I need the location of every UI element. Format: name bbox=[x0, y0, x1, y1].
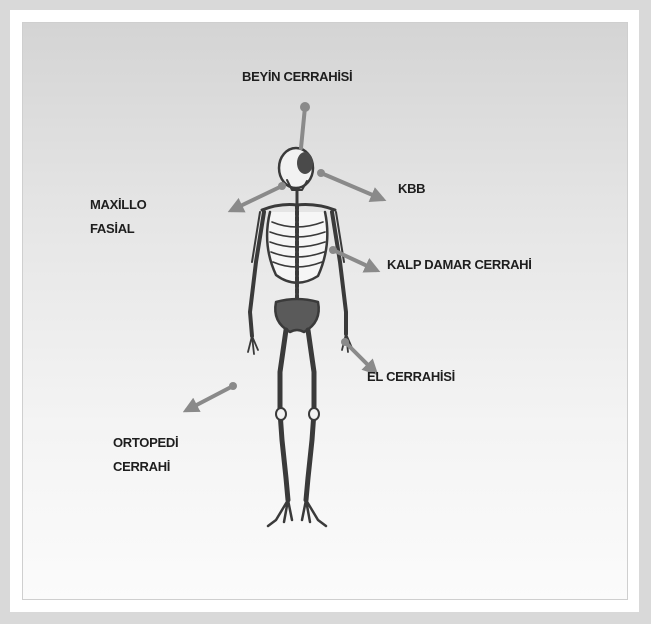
label-kbb: KBB bbox=[398, 178, 425, 199]
arrow-beyin-icon bbox=[300, 102, 310, 148]
label-ortopedi-line2: CERRAHİ bbox=[113, 456, 170, 477]
arrow-kbb-icon bbox=[317, 169, 382, 199]
label-maxillo-line1: MAXİLLO bbox=[90, 194, 146, 215]
arrow-kalp-icon bbox=[329, 246, 376, 270]
label-ortopedi-line1: ORTOPEDİ bbox=[113, 432, 178, 453]
label-maxillo-line2: FASİAL bbox=[90, 218, 134, 239]
label-beyin-cerrahisi: BEYİN CERRAHİSİ bbox=[242, 66, 352, 87]
label-el-cerrahisi: EL CERRAHİSİ bbox=[367, 366, 455, 387]
label-kalp-damar-cerrahi: KALP DAMAR CERRAHİ bbox=[387, 254, 532, 275]
arrow-ortopedi-icon bbox=[187, 382, 237, 410]
skeleton-figure-icon bbox=[248, 148, 352, 526]
